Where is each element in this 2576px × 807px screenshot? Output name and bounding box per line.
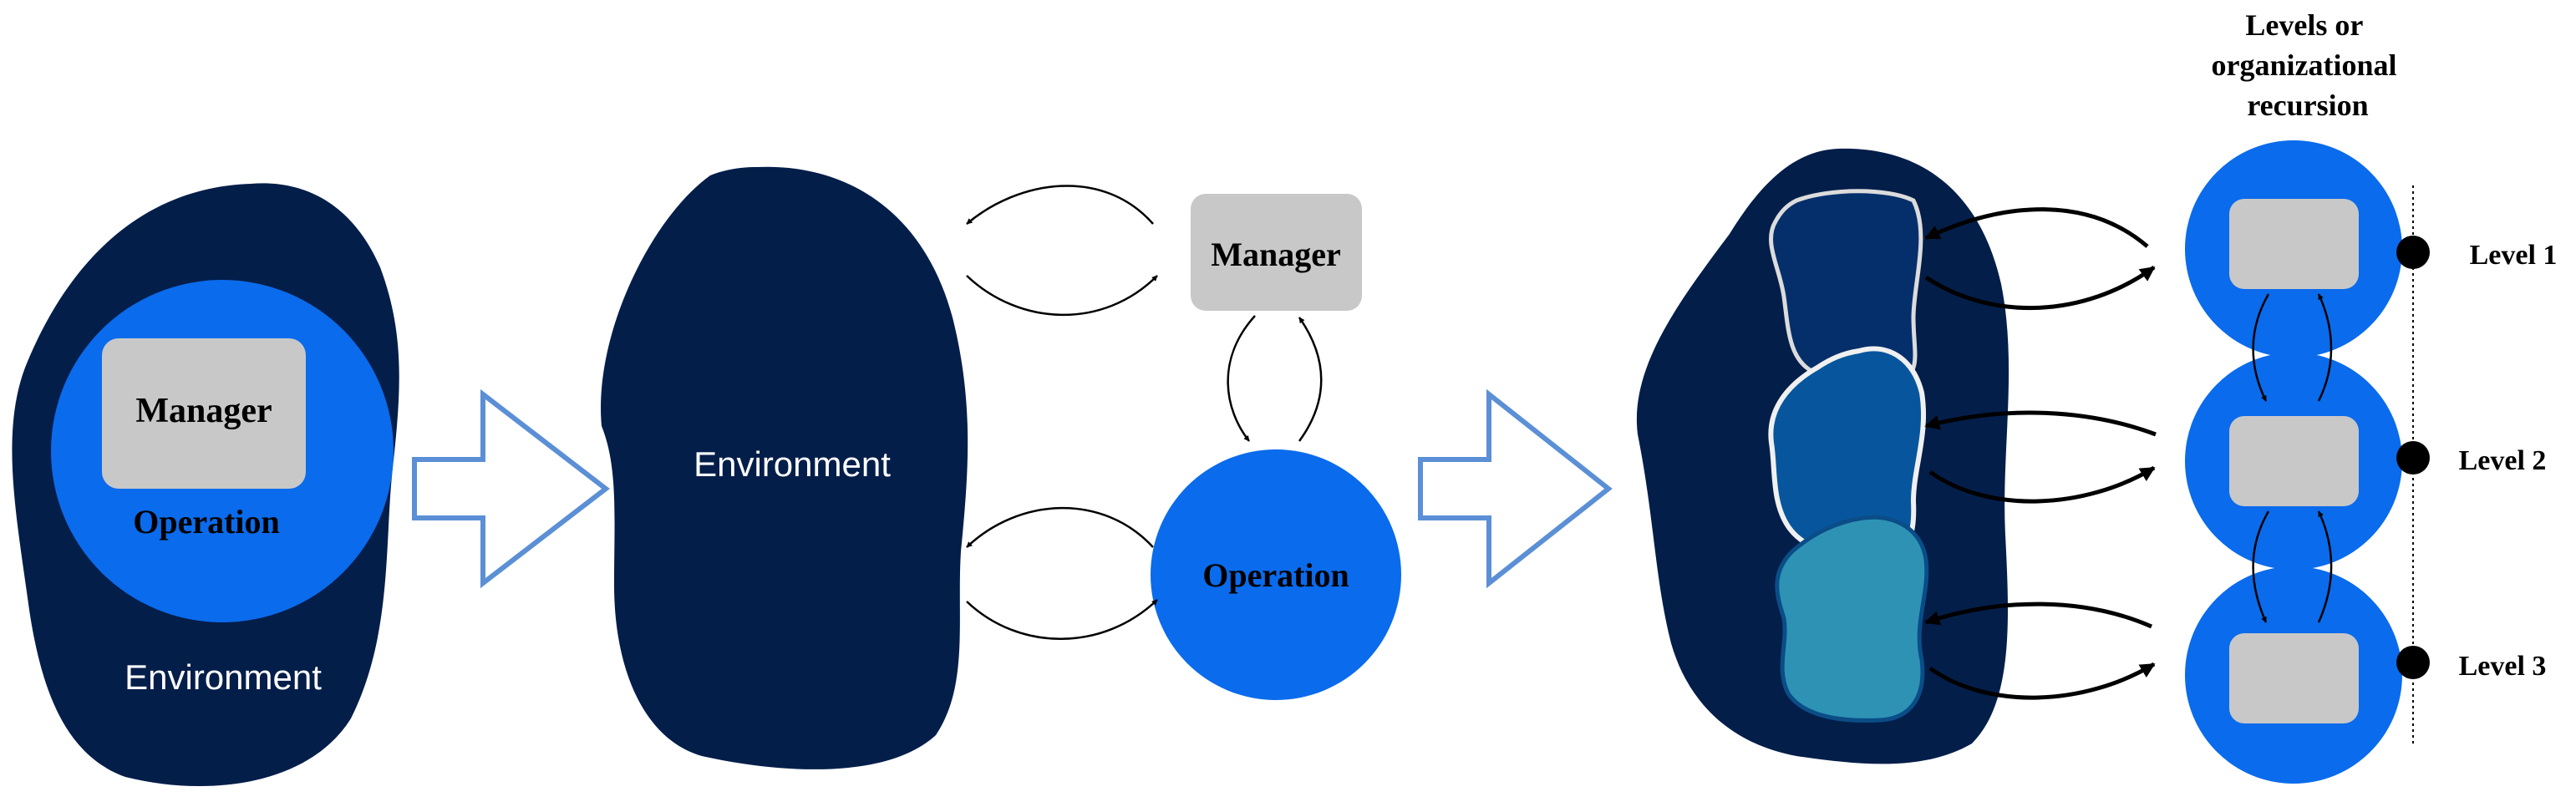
operation-circle xyxy=(1151,449,1401,700)
operation-label: Operation xyxy=(133,503,280,541)
environment-label: Environment xyxy=(124,657,322,697)
level-3-blob xyxy=(1775,515,1929,723)
level-3-label: Level 3 xyxy=(2459,651,2547,682)
environment-label: Environment xyxy=(694,444,891,484)
level-3-marker xyxy=(2396,646,2430,679)
level-1-blob-to-node-arrow xyxy=(1924,265,2156,311)
level-3-blob-to-node-arrow xyxy=(1928,662,2156,700)
environment-to-manager-arrow xyxy=(966,275,1158,317)
level-1-node-to-blob-arrow xyxy=(1924,207,2149,248)
manager-box xyxy=(2229,416,2359,506)
level-2-marker xyxy=(2396,441,2430,475)
level-2-node-to-blob-arrow xyxy=(1924,410,2157,437)
level-3-node-to-blob-arrow xyxy=(1924,601,2153,629)
manager-to-operation-arrow xyxy=(1227,315,1256,442)
operation-label: Operation xyxy=(1202,556,1349,594)
levels-header: Levels or organizational recursion xyxy=(2212,8,2405,122)
level-2-to-level-1-arrow xyxy=(2317,293,2333,402)
operation-to-manager-arrow xyxy=(1298,317,1323,442)
level-1-to-level-2-arrow xyxy=(2252,293,2270,402)
level-2-label: Level 2 xyxy=(2459,445,2547,476)
manager-box xyxy=(2229,633,2359,723)
panel-1: Manager Operation Environment xyxy=(12,183,399,787)
manager-box xyxy=(1191,194,1362,311)
level-3-to-level-2-arrow xyxy=(2317,510,2333,623)
operation-to-environment-arrow xyxy=(966,506,1154,548)
manager-label: Manager xyxy=(1211,236,1341,273)
manager-box xyxy=(102,338,306,489)
level-1-node xyxy=(2185,140,2402,358)
manager-to-environment-arrow xyxy=(966,185,1154,225)
transition-arrow-2 xyxy=(1418,388,1613,589)
level-1-marker xyxy=(2396,236,2430,269)
panel-2: Environment Manager Operation xyxy=(601,166,1401,769)
level-2-node xyxy=(2185,353,2402,570)
level-1-label: Level 1 xyxy=(2470,240,2558,271)
transition-arrow-1 xyxy=(412,388,610,589)
panel-3: Levels or organizational recursion xyxy=(1636,8,2558,784)
level-3-node xyxy=(2185,566,2402,784)
environment-to-operation-arrow xyxy=(966,599,1158,640)
manager-label: Manager xyxy=(135,392,272,430)
manager-box xyxy=(2229,199,2359,289)
level-2-blob-to-node-arrow xyxy=(1928,465,2156,504)
level-2-to-level-3-arrow xyxy=(2252,510,2270,623)
environment-blob xyxy=(601,166,968,769)
